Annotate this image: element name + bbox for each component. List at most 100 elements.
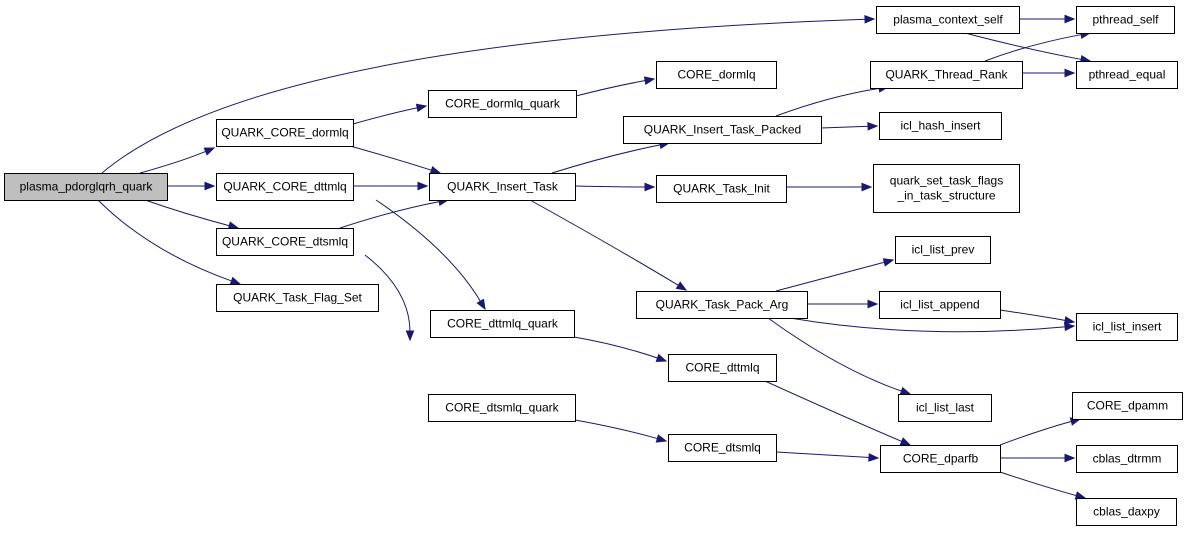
- edge-line: [764, 380, 903, 443]
- arrowhead-icon: [1064, 68, 1076, 78]
- edge-line: [999, 309, 1067, 322]
- node-CORE_dormlq_quark[interactable]: CORE_dormlq_quark: [428, 90, 577, 118]
- node-box[interactable]: [879, 112, 1002, 140]
- node-cblas_daxpy[interactable]: cblas_daxpy: [1076, 498, 1177, 526]
- node-label: CORE_dtsmlq_quark: [445, 401, 559, 415]
- node-QUARK_Insert_Task_Packed[interactable]: QUARK_Insert_Task_Packed: [623, 116, 822, 144]
- node-box[interactable]: [4, 173, 168, 201]
- node-box[interactable]: [879, 291, 1001, 319]
- node-pthread_equal[interactable]: pthread_equal: [1076, 61, 1178, 89]
- node-icl_list_insert[interactable]: icl_list_insert: [1076, 313, 1178, 341]
- node-QUARK_Insert_Task[interactable]: QUARK_Insert_Task: [429, 173, 576, 201]
- node-QUARK_Task_Pack_Arg[interactable]: QUARK_Task_Pack_Arg: [636, 291, 808, 319]
- node-box[interactable]: [428, 90, 577, 118]
- edge-line: [529, 199, 680, 287]
- node-box[interactable]: [623, 116, 822, 144]
- node-icl_list_append[interactable]: icl_list_append: [879, 291, 1001, 319]
- node-box[interactable]: [873, 164, 1020, 213]
- node-box[interactable]: [668, 354, 777, 382]
- node-box[interactable]: [1076, 61, 1178, 89]
- node-cblas_dtrmm[interactable]: cblas_dtrmm: [1076, 445, 1178, 473]
- node-CORE_dtsmlq_quark[interactable]: CORE_dtsmlq_quark: [428, 394, 576, 422]
- edge-line: [775, 87, 881, 117]
- edge-line: [767, 317, 903, 392]
- edge-CORE_dtsmlq-to-CORE_dparfb: [775, 451, 880, 462]
- node-label: icl_list_last: [916, 401, 975, 415]
- node-icl_list_last[interactable]: icl_list_last: [898, 394, 992, 422]
- node-plasma_context_self[interactable]: plasma_context_self: [876, 6, 1020, 34]
- edge-plasma_context_self-to-pthread_self: [1019, 14, 1076, 24]
- arrowhead-icon: [1063, 316, 1076, 325]
- node-QUARK_Task_Init[interactable]: QUARK_Task_Init: [656, 175, 787, 203]
- edge-QUARK_Task_Pack_Arg-to-icl_list_last: [767, 317, 912, 396]
- node-label: icl_list_insert: [1093, 320, 1162, 334]
- node-box[interactable]: [1076, 498, 1177, 526]
- edge-line: [789, 317, 1067, 333]
- node-label: QUARK_CORE_dttmlq: [223, 180, 346, 194]
- node-box[interactable]: [668, 434, 777, 462]
- node-plasma_pdorglqrh_quark[interactable]: plasma_pdorglqrh_quark: [4, 173, 168, 201]
- node-box[interactable]: [429, 173, 576, 201]
- node-box[interactable]: [1072, 392, 1183, 420]
- node-label: cblas_daxpy: [1093, 505, 1160, 519]
- arrowhead-icon: [655, 353, 668, 362]
- node-CORE_dormlq[interactable]: CORE_dormlq: [656, 61, 777, 89]
- node-QUARK_Thread_Rank[interactable]: QUARK_Thread_Rank: [870, 61, 1023, 89]
- node-label: plasma_context_self: [893, 13, 1003, 27]
- node-label: QUARK_Task_Init: [673, 182, 770, 196]
- edge-line: [999, 420, 1073, 446]
- node-box[interactable]: [636, 291, 808, 319]
- node-icl_hash_insert[interactable]: icl_hash_insert: [879, 112, 1002, 140]
- node-icl_list_prev[interactable]: icl_list_prev: [895, 236, 991, 264]
- arrowhead-icon: [867, 299, 879, 309]
- node-box[interactable]: [898, 394, 992, 422]
- node-CORE_dtsmlq[interactable]: CORE_dtsmlq: [668, 434, 777, 462]
- edge-plasma_pdorglqrh_quark-to-QUARK_CORE_dormlq: [139, 147, 216, 174]
- edge-line: [964, 32, 1083, 61]
- node-QUARK_Task_Flag_Set[interactable]: QUARK_Task_Flag_Set: [216, 284, 379, 312]
- node-box[interactable]: [1076, 6, 1175, 34]
- node-box[interactable]: [876, 6, 1020, 34]
- node-label: icl_list_prev: [912, 243, 975, 257]
- node-box[interactable]: [430, 310, 575, 338]
- node-box[interactable]: [1076, 313, 1178, 341]
- edge-line: [139, 150, 207, 174]
- node-pthread_self[interactable]: pthread_self: [1076, 6, 1175, 34]
- node-box[interactable]: [216, 284, 379, 312]
- node-label: icl_list_append: [900, 298, 979, 312]
- node-label: CORE_dttmlq: [685, 361, 759, 375]
- edge-line: [97, 199, 233, 282]
- node-quark_set_task_flags_in_task_structure[interactable]: quark_set_task_flags_in_task_structure: [873, 164, 1020, 213]
- node-box[interactable]: [428, 394, 576, 422]
- node-CORE_dpamm[interactable]: CORE_dpamm: [1072, 392, 1183, 420]
- node-CORE_dparfb[interactable]: CORE_dparfb: [880, 445, 1001, 473]
- node-box[interactable]: [216, 173, 354, 201]
- node-box[interactable]: [1076, 445, 1178, 473]
- node-CORE_dttmlq[interactable]: CORE_dttmlq: [668, 354, 777, 382]
- edge-QUARK_Insert_Task-to-QUARK_Insert_Task_Packed: [551, 140, 671, 174]
- arrowhead-icon: [405, 330, 415, 342]
- node-label: CORE_dparfb: [903, 452, 979, 466]
- arrowhead-icon: [429, 165, 442, 175]
- node-box[interactable]: [895, 236, 991, 264]
- node-box[interactable]: [216, 119, 354, 147]
- node-label: icl_hash_insert: [900, 119, 981, 133]
- node-CORE_dttmlq_quark[interactable]: CORE_dttmlq_quark: [430, 310, 575, 338]
- node-QUARK_CORE_dormlq[interactable]: QUARK_CORE_dormlq: [216, 119, 354, 147]
- node-label: _in_task_structure: [896, 189, 995, 203]
- node-label: CORE_dormlq: [677, 68, 755, 82]
- edge-plasma_pdorglqrh_quark-to-QUARK_Task_Flag_Set: [97, 199, 242, 285]
- arrowhead-icon: [899, 437, 912, 446]
- edge-plasma_context_self-to-pthread_equal: [964, 32, 1092, 64]
- edge-CORE_dormlq_quark-to-CORE_dormlq: [575, 76, 656, 97]
- node-box[interactable]: [656, 175, 787, 203]
- node-QUARK_CORE_dttmlq[interactable]: QUARK_CORE_dttmlq: [216, 173, 354, 201]
- node-QUARK_CORE_dtsmlq[interactable]: QUARK_CORE_dtsmlq: [216, 228, 354, 256]
- edge-QUARK_Task_Init-to-quark_set_task_flags_in_task_structure: [785, 182, 873, 192]
- edge-line: [574, 185, 647, 188]
- node-box[interactable]: [880, 445, 1001, 473]
- edge-line: [999, 471, 1078, 497]
- node-box[interactable]: [870, 61, 1023, 89]
- node-box[interactable]: [656, 61, 777, 89]
- node-box[interactable]: [216, 228, 354, 256]
